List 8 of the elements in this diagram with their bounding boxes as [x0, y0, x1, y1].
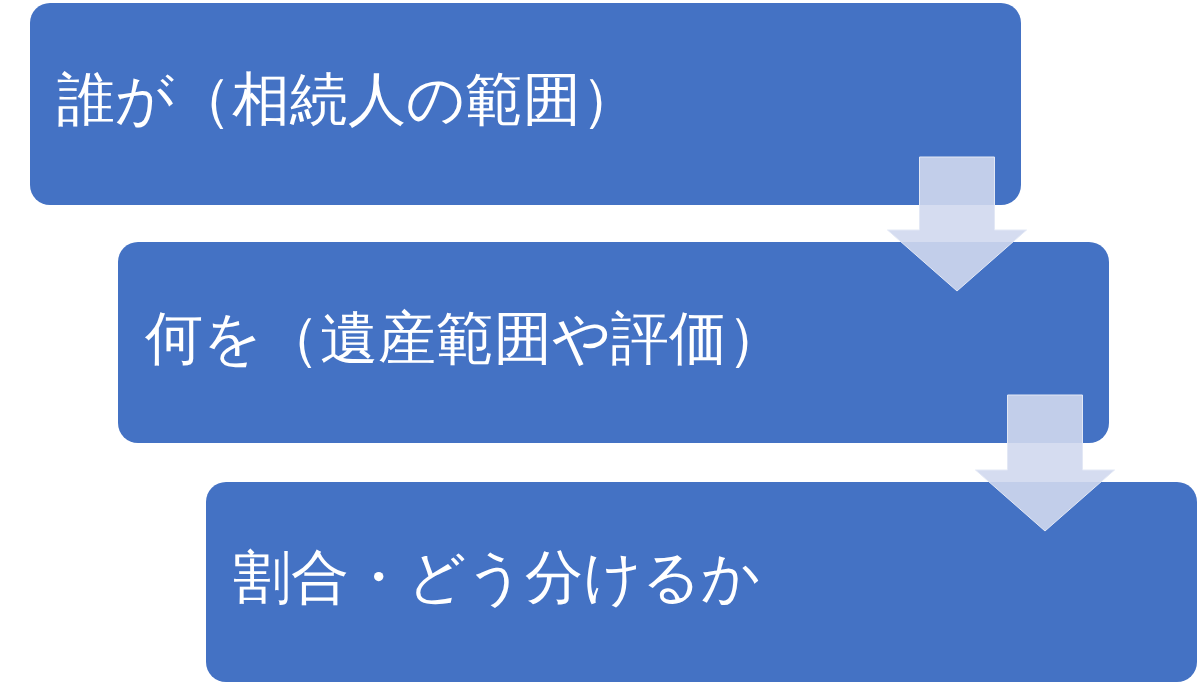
- step-text: 誰が（相続人の範囲）: [57, 68, 639, 132]
- process-box: [118, 242, 1109, 443]
- process-box: [30, 3, 1021, 205]
- step-text: 割合・どう分けるか: [233, 546, 760, 610]
- down-arrow: [887, 156, 1027, 292]
- process-box: [206, 482, 1197, 682]
- down-arrow: [975, 394, 1115, 532]
- step-text: 何を（遺産範囲や評価）: [145, 306, 785, 371]
